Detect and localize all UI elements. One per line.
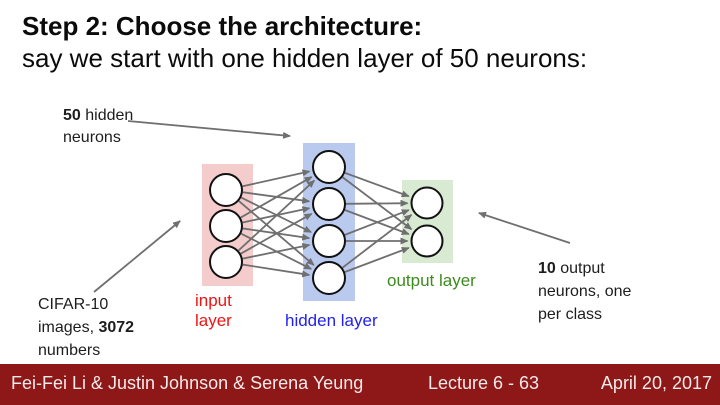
annotation-arrow bbox=[478, 211, 571, 244]
hidden-neuron-node bbox=[312, 187, 346, 221]
annotation-hidden-neurons-line2: neurons bbox=[63, 129, 121, 146]
annotation-output-neurons: 10 output neurons, one per class bbox=[538, 257, 631, 326]
annotation-hidden-neurons-text: hidden bbox=[80, 107, 134, 124]
connection-arrow bbox=[344, 247, 410, 273]
annotation-arrow bbox=[127, 120, 291, 139]
input-neuron-node bbox=[209, 173, 243, 207]
annotation-output-neurons-line3: per class bbox=[538, 306, 603, 323]
annotation-cifar-line3: numbers bbox=[38, 342, 101, 359]
output-layer-label: output layer bbox=[387, 271, 476, 290]
annotation-output-neurons-line2: neurons, one bbox=[538, 283, 632, 300]
slide-title-line2: say we start with one hidden layer of 50… bbox=[22, 43, 588, 73]
footer-authors: Fei-Fei Li & Justin Johnson & Serena Yeu… bbox=[11, 373, 364, 393]
output-neuron-node bbox=[410, 186, 444, 220]
slide-title-line1: Step 2: Choose the architecture: bbox=[22, 11, 423, 41]
hidden-neuron-node bbox=[312, 261, 346, 295]
input-layer-label: input layer bbox=[195, 291, 232, 330]
annotation-hidden-neurons: 50 hidden neurons bbox=[63, 105, 133, 149]
input-neuron-node bbox=[209, 209, 243, 243]
hidden-neuron-node bbox=[312, 224, 346, 258]
connection-arrow bbox=[240, 213, 313, 255]
footer-date: April 20, 2017 bbox=[600, 373, 712, 393]
connection-arrow bbox=[242, 263, 311, 278]
annotation-hidden-neurons-count: 50 bbox=[63, 107, 81, 124]
annotation-arrow bbox=[93, 220, 181, 293]
footer-bar: Fei-Fei Li & Justin Johnson & Serena Yeu… bbox=[0, 364, 720, 405]
hidden-layer-label: hidden layer bbox=[285, 311, 378, 330]
annotation-cifar-line2: images, bbox=[38, 319, 99, 336]
connection-arrow bbox=[344, 209, 410, 236]
connection-arrow bbox=[242, 169, 311, 188]
annotation-output-neurons-count: 10 bbox=[538, 260, 556, 277]
slide-title: Step 2: Choose the architecture: say we … bbox=[22, 10, 587, 74]
hidden-neuron-node bbox=[312, 150, 346, 184]
annotation-cifar-input: CIFAR-10 images, 3072 numbers bbox=[38, 293, 134, 362]
annotation-cifar-line1: CIFAR-10 bbox=[38, 296, 109, 313]
connection-arrow bbox=[341, 214, 413, 269]
connection-arrow bbox=[240, 176, 313, 219]
connection-arrow bbox=[242, 242, 311, 260]
connection-arrow bbox=[344, 172, 410, 198]
connection-arrow bbox=[237, 179, 316, 252]
annotation-output-neurons-text: output bbox=[555, 260, 605, 277]
connection-arrow bbox=[345, 199, 409, 207]
input-neuron-node bbox=[209, 245, 243, 279]
annotation-cifar-number: 3072 bbox=[98, 319, 135, 336]
footer-lecture-number: Lecture 6 - 63 bbox=[428, 373, 540, 393]
output-neuron-node bbox=[410, 224, 444, 258]
